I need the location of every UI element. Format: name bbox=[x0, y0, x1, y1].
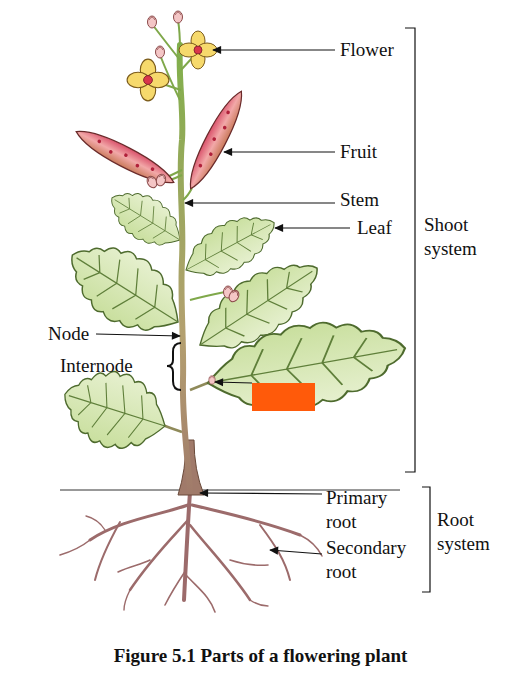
leader-arrow bbox=[213, 49, 335, 50]
axillary-bud bbox=[209, 376, 215, 384]
system-label: Shoot system bbox=[424, 213, 506, 261]
secondary-root bbox=[86, 516, 105, 530]
secondary-root bbox=[186, 575, 215, 612]
bud bbox=[148, 16, 157, 28]
leader-arrow bbox=[275, 227, 350, 228]
secondary-root bbox=[192, 505, 300, 535]
secondary-root bbox=[60, 540, 90, 555]
pedicel bbox=[190, 292, 225, 300]
main-stem bbox=[180, 45, 190, 490]
part-label: Stem bbox=[340, 188, 460, 212]
secondary-root bbox=[260, 525, 290, 580]
part-label: Node bbox=[48, 322, 108, 346]
leader-arrow bbox=[224, 151, 335, 152]
shoot-bracket bbox=[405, 28, 415, 472]
leader-arrow bbox=[200, 493, 322, 494]
pedicel bbox=[178, 20, 180, 50]
leader-arrow bbox=[96, 334, 180, 336]
leader-arrow bbox=[270, 550, 322, 554]
figure-caption: Figure 5.1 Parts of a flowering plant bbox=[0, 645, 521, 667]
secondary-root bbox=[124, 590, 130, 610]
part-label: Leaf bbox=[357, 216, 417, 240]
part-label: Flower bbox=[340, 38, 460, 62]
secondary-root bbox=[230, 560, 268, 565]
leader-arrow bbox=[215, 382, 252, 383]
bud bbox=[155, 173, 168, 187]
bud bbox=[227, 289, 241, 304]
secondary-root bbox=[165, 570, 186, 605]
root-bracket bbox=[422, 487, 430, 592]
leaf bbox=[100, 179, 191, 258]
pedicel bbox=[152, 24, 180, 60]
leaf bbox=[201, 308, 412, 423]
part-label: Secondary root bbox=[326, 536, 426, 584]
internode-brace bbox=[167, 343, 181, 390]
part-label: Primary root bbox=[326, 486, 406, 534]
flower bbox=[179, 31, 217, 69]
redaction-box bbox=[252, 383, 315, 411]
system-label: Root system bbox=[437, 508, 511, 556]
secondary-root bbox=[95, 522, 120, 580]
root-system-drawing bbox=[60, 492, 322, 612]
part-label: Internode bbox=[60, 354, 160, 378]
fruit bbox=[182, 87, 251, 194]
leader-lines bbox=[96, 50, 350, 554]
bud bbox=[156, 46, 165, 58]
pedicel bbox=[183, 188, 192, 200]
part-label: Fruit bbox=[340, 140, 460, 164]
leader-arrow bbox=[185, 202, 335, 203]
flower bbox=[127, 59, 169, 101]
primary-root bbox=[184, 492, 190, 600]
secondary-root bbox=[250, 600, 268, 606]
bud bbox=[174, 11, 183, 23]
secondary-root bbox=[118, 560, 150, 572]
fruit bbox=[72, 123, 179, 192]
